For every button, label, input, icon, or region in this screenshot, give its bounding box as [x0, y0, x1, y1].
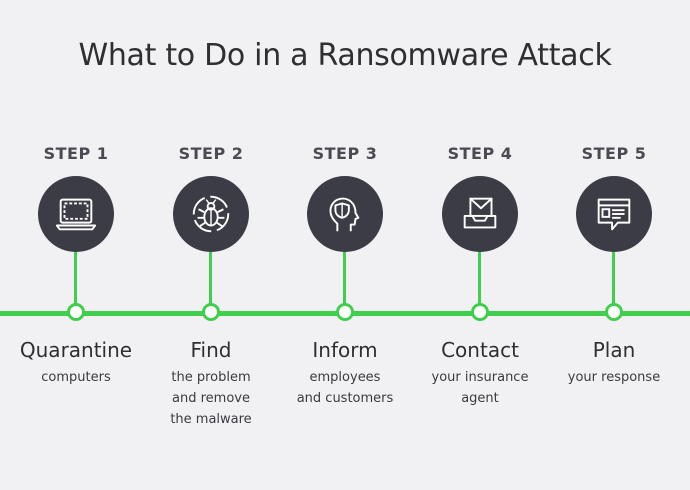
subtitle-line: the malware [170, 412, 252, 427]
step-title: Contact [441, 338, 519, 362]
step-title: Plan [592, 338, 636, 362]
step-subtitle: employees and customers [275, 367, 415, 409]
step-label: STEP 1 [43, 144, 109, 163]
step-connector [74, 252, 77, 304]
step-title: Inform [312, 338, 378, 362]
step-connector [612, 252, 615, 304]
step-connector [343, 252, 346, 304]
step-icon-circle [442, 176, 518, 252]
step-label: STEP 2 [178, 144, 244, 163]
step-title: Quarantine [19, 338, 133, 362]
envelope-inbox-icon [463, 197, 497, 229]
step-subtitle: your insurance agent [410, 367, 550, 409]
subtitle-line: and customers [296, 391, 394, 406]
subtitle-line: employees [309, 370, 381, 385]
step-subtitle: your response [544, 367, 684, 388]
step-icon-circle [307, 176, 383, 252]
step-connector [209, 252, 212, 304]
step-label: STEP 4 [447, 144, 513, 163]
timeline-node [605, 303, 623, 321]
subtitle-line: your response [567, 370, 661, 385]
document-speech-icon [597, 198, 631, 231]
subtitle-line: your insurance [431, 370, 529, 385]
subtitle-line: and remove [172, 391, 250, 406]
timeline-node [202, 303, 220, 321]
step-icon-circle [576, 176, 652, 252]
page-title: What to Do in a Ransomware Attack [78, 38, 612, 73]
step-icon-circle [38, 176, 114, 252]
step-label: STEP 3 [312, 144, 378, 163]
laptop-quarantine-icon [55, 198, 97, 231]
timeline-node [471, 303, 489, 321]
bug-target-icon [192, 195, 230, 233]
subtitle-line: computers [41, 370, 111, 385]
step-subtitle: the problem and remove the malware [141, 367, 281, 430]
step-icon-circle [173, 176, 249, 252]
subtitle-line: agent [461, 391, 499, 406]
timeline-node [67, 303, 85, 321]
step-label: STEP 5 [581, 144, 647, 163]
step-connector [478, 252, 481, 304]
subtitle-line: the problem [171, 370, 251, 385]
timeline-node [336, 303, 354, 321]
step-subtitle: computers [6, 367, 146, 388]
head-shield-icon [329, 197, 360, 232]
step-title: Find [190, 338, 232, 362]
